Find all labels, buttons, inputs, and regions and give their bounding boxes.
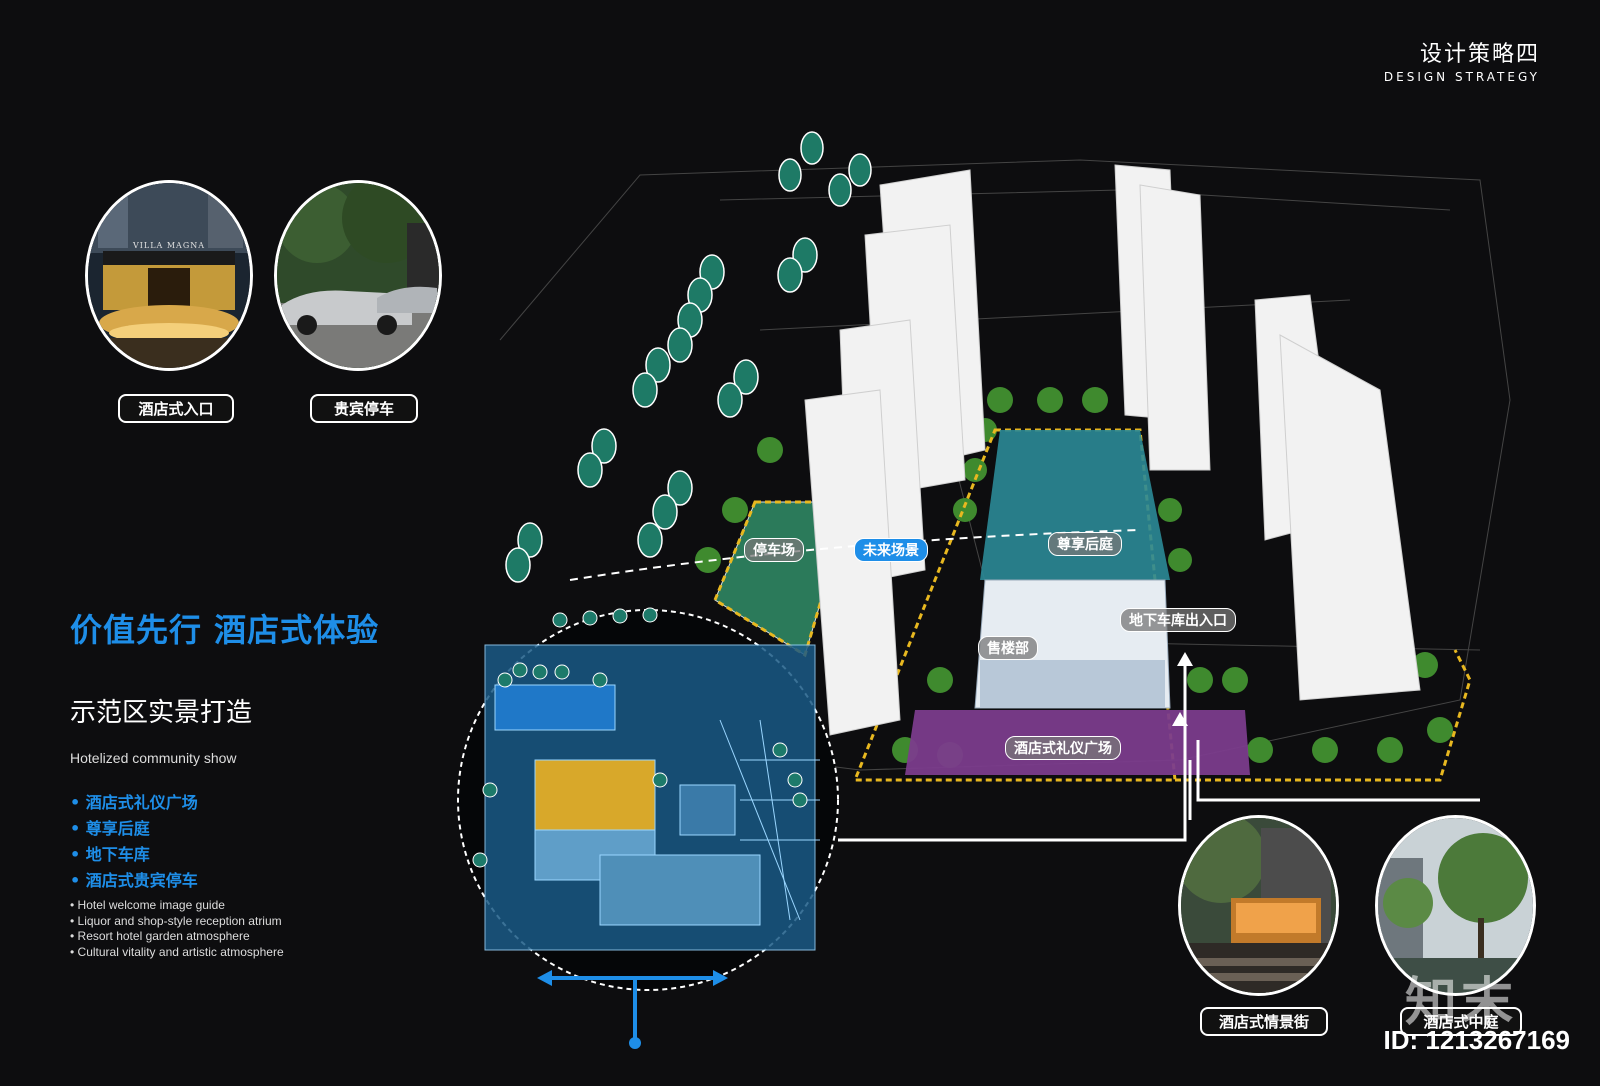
- detail-item: • Liquor and shop-style reception atrium: [70, 913, 282, 928]
- courtyard-label: 酒店式中庭: [1400, 1007, 1522, 1036]
- route-arrow-icon: [537, 970, 728, 1049]
- detail-item: • Resort hotel garden atmosphere: [70, 929, 250, 943]
- watermark-logo: 知末: [1405, 973, 1518, 1033]
- tree-row: [505, 131, 872, 583]
- back-court-area: [980, 430, 1170, 580]
- hotel-entrance-label: 酒店式入口: [118, 394, 234, 423]
- scenic-street-label: 酒店式情景街: [1200, 1007, 1328, 1036]
- back-court-label: 尊享后庭: [1048, 532, 1122, 556]
- detail-list: • Hotel welcome image guide • Liquor and…: [70, 898, 284, 960]
- parking-label: 停车场: [744, 538, 804, 562]
- detail-item: • Cultural vitality and artistic atmosph…: [70, 944, 284, 959]
- bullet-item: • 酒店式贵宾停车: [70, 871, 198, 890]
- headline: 价值先行 酒店式体验: [70, 611, 380, 649]
- garage-entrance-label: 地下车库出入口: [1120, 608, 1236, 632]
- bullet-item: • 酒店式礼仪广场: [70, 793, 198, 812]
- residential-towers: [804, 164, 1421, 736]
- villa-magna-sign: VILLA MAGNA: [132, 241, 206, 250]
- bullet-item: • 地下车库: [70, 845, 150, 864]
- bullet-item: • 尊享后庭: [70, 819, 150, 838]
- vip-parking-label: 贵宾停车: [310, 394, 418, 423]
- strategy-title-en: DESIGN STRATEGY: [1383, 70, 1540, 84]
- strategy-title-cn: 设计策略四: [1419, 42, 1540, 67]
- detail-item: • Hotel welcome image guide: [70, 898, 225, 912]
- subtitle-cn: 示范区实景打造: [70, 698, 253, 728]
- sales-office-label: 售楼部: [978, 636, 1038, 660]
- detail-trees: [472, 607, 808, 868]
- strategy-bullet-list: • 酒店式礼仪广场 • 尊享后庭 • 地下车库 • 酒店式贵宾停车: [70, 790, 198, 894]
- subtitle-en: Hotelized community show: [70, 750, 237, 766]
- vip-parking-photo: [274, 180, 442, 371]
- watermark-id: ID: 1213267169: [1383, 1025, 1570, 1055]
- garage-route: [850, 660, 1480, 842]
- courtyard-photo: [1375, 815, 1536, 996]
- plaza-label: 酒店式礼仪广场: [1005, 736, 1121, 760]
- detail-route: [545, 976, 720, 1040]
- future-scene-label: 未来场景: [854, 538, 928, 562]
- sales-office-facade: [980, 660, 1165, 708]
- future-scene-line: [569, 529, 1141, 581]
- detail-plan: [484, 644, 820, 951]
- arrow-icon: [1172, 652, 1193, 726]
- scenic-street-photo: [1178, 815, 1339, 996]
